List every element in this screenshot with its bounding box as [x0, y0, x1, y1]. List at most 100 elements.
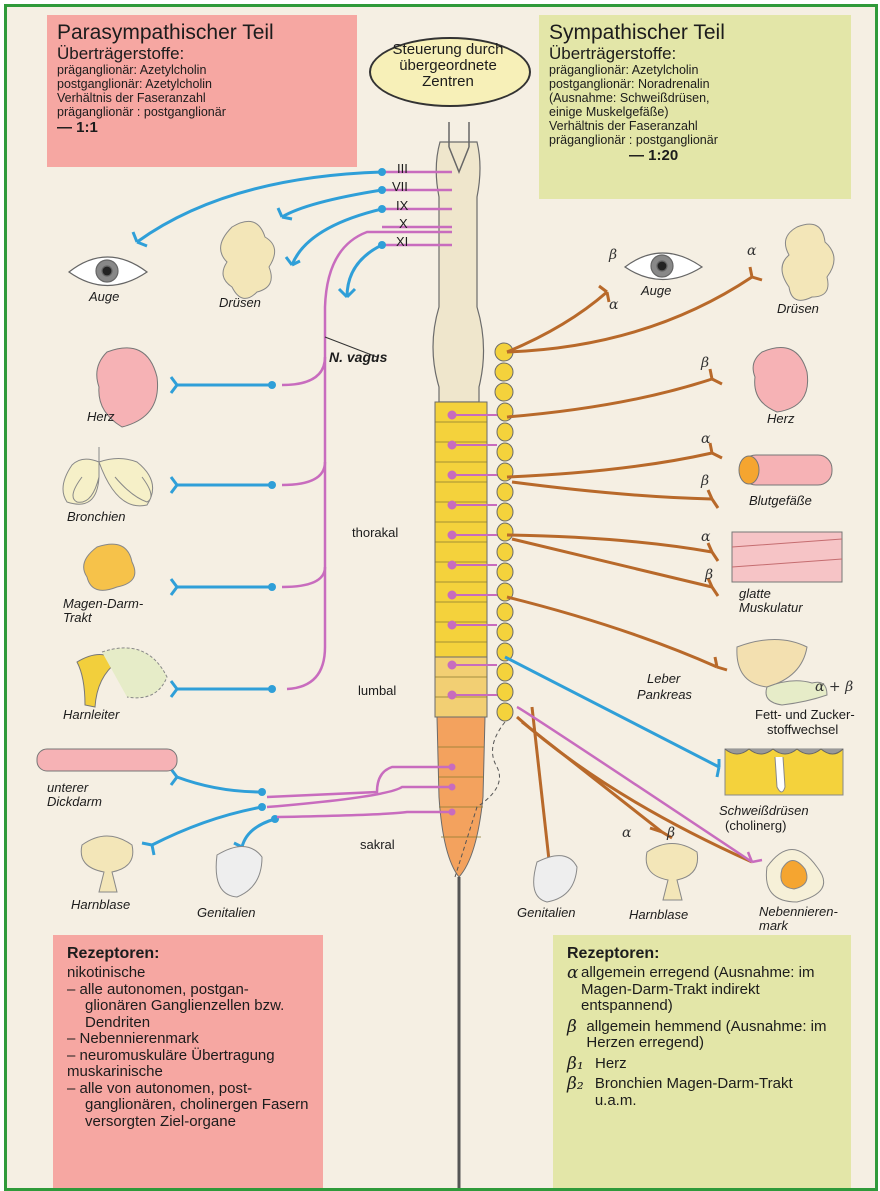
- cranial-nerve-x: X: [399, 216, 408, 231]
- genitals-left: [216, 846, 262, 897]
- diagram-frame: Parasympathischer Teil Überträgerstoffe:…: [4, 4, 878, 1191]
- segment-sacral: sakral: [360, 837, 395, 852]
- symp-line-2: postganglionär: Noradrenalin: [549, 77, 841, 91]
- label-left-colon: unterer Dickdarm: [47, 781, 102, 809]
- symp-line-6: präganglionär : postganglionär: [549, 133, 841, 147]
- label-right-bladder: Harnblase: [629, 907, 688, 922]
- gland-left: [221, 221, 275, 298]
- rec-glands-alpha: α: [747, 243, 756, 259]
- rec-muscle-alpha: α: [701, 529, 710, 545]
- symp-line-4: einige Muskelgefäße): [549, 105, 841, 119]
- label-left-heart: Herz: [87, 409, 114, 424]
- para-title: Parasympathischer Teil: [57, 21, 347, 44]
- label-left-colon-1: unterer: [47, 781, 102, 795]
- para-line-2: postganglionär: Azetylcholin: [57, 77, 347, 91]
- label-right-metabolism-2: stoffwechsel: [755, 722, 855, 737]
- rez-left-m1: – alle von autonomen, post-ganglionären,…: [67, 1081, 309, 1131]
- gland-right: [782, 224, 834, 300]
- label-right-adrenal-1: Nebennieren-: [759, 905, 838, 919]
- genitals-right: [534, 856, 577, 902]
- control-line-1: Steuerung durch: [372, 42, 524, 58]
- rez-right-beta2: β₂ Bronchien Magen-Darm-Trakt u.a.m.: [567, 1076, 837, 1109]
- stomach-left: [84, 544, 135, 590]
- symp-title: Sympathischer Teil: [549, 21, 841, 44]
- rez-right-beta1-text: Herz: [595, 1056, 627, 1073]
- label-right-metabolism-1: Fett- und Zucker-: [755, 707, 855, 722]
- rec-eye-alpha: α: [609, 297, 618, 313]
- rec-muscle-beta: β: [705, 567, 713, 583]
- rec-bladder-alpha: α: [622, 825, 631, 841]
- label-right-sweat: Schweißdrüsen (cholinerg): [719, 803, 809, 833]
- receptors-right-box: Rezeptoren: α allgemein erregend (Ausnah…: [553, 935, 851, 1188]
- cranial-nerve-xi: XI: [396, 234, 408, 249]
- bladder-left: [81, 836, 133, 892]
- rez-right-alpha: α allgemein erregend (Ausnahme: im Magen…: [567, 965, 837, 1015]
- rez-right-beta2-text: Bronchien Magen-Darm-Trakt u.a.m.: [595, 1076, 837, 1109]
- thoracic-cord: [435, 402, 487, 657]
- rez-left-title: Rezeptoren:: [67, 945, 309, 963]
- rez-right-beta1: β₁ Herz: [567, 1056, 837, 1073]
- rez-right-title: Rezeptoren:: [567, 945, 837, 963]
- heart-right: [753, 348, 808, 413]
- label-left-bladder: Harnblase: [71, 897, 130, 912]
- symp-ratio: — 1:20: [549, 147, 841, 164]
- label-right-sweat-1: Schweißdrüsen: [719, 803, 809, 818]
- rez-right-beta-sym: β: [567, 1019, 586, 1052]
- label-right-eye: Auge: [641, 283, 671, 298]
- label-left-ureter: Harnleiter: [63, 707, 119, 722]
- rec-eye-beta: β: [609, 247, 617, 263]
- para-line-3: Verhältnis der Faseranzahl: [57, 91, 347, 105]
- segment-thoracic: thorakal: [352, 525, 398, 540]
- sympathetic-info-box: Sympathischer Teil Überträgerstoffe: prä…: [539, 15, 851, 199]
- rez-right-beta-text: allgemein hemmend (Ausnahme: im Herzen e…: [586, 1019, 837, 1052]
- symp-line-5: Verhältnis der Faseranzahl: [549, 119, 841, 133]
- control-centers-label: Steuerung durch übergeordnete Zentren: [372, 42, 524, 90]
- rec-metabolism: α + β: [815, 679, 853, 695]
- sacral-cord: [437, 717, 485, 877]
- eye-left: [69, 257, 147, 286]
- label-left-colon-2: Dickdarm: [47, 795, 102, 809]
- cranial-nerve-ix: IX: [396, 198, 408, 213]
- label-left-gi-1: Magen-Darm-: [63, 597, 143, 611]
- cranial-nerve-iii: III: [397, 161, 408, 176]
- brainstem: [433, 142, 484, 402]
- para-line-1: präganglionär: Azetylcholin: [57, 63, 347, 77]
- eye-right: [625, 253, 702, 280]
- rec-bladder-beta: β: [667, 825, 675, 841]
- label-left-gi-2: Trakt: [63, 611, 143, 625]
- label-left-genitals: Genitalien: [197, 905, 256, 920]
- label-right-pancreas: Pankreas: [637, 687, 692, 702]
- adrenal-right: [766, 850, 823, 903]
- label-right-adrenal: Nebennieren- mark: [759, 905, 838, 933]
- label-left-glands: Drüsen: [219, 295, 261, 310]
- rec-vessels-alpha: α: [701, 431, 710, 447]
- colon-left: [37, 749, 177, 771]
- lungs-left: [63, 447, 153, 506]
- rez-right-beta: β allgemein hemmend (Ausnahme: im Herzen…: [567, 1019, 837, 1052]
- label-left-eye: Auge: [89, 289, 119, 304]
- control-line-3: Zentren: [372, 74, 524, 90]
- rec-heart-beta: β: [701, 355, 709, 371]
- label-right-heart: Herz: [767, 411, 794, 426]
- label-right-glands: Drüsen: [777, 301, 819, 316]
- rez-right-beta2-sym: β₂: [567, 1076, 595, 1109]
- bladder-right: [646, 844, 697, 901]
- rez-left-n2: – Nebennierenmark: [67, 1031, 309, 1048]
- label-right-genitals: Genitalien: [517, 905, 576, 920]
- label-right-muscle-1: glatte: [739, 587, 803, 601]
- rez-right-alpha-sym: α: [567, 965, 581, 1015]
- label-right-muscle: glatte Muskulatur: [739, 587, 803, 615]
- symp-line-3: (Ausnahme: Schweißdrüsen,: [549, 91, 841, 105]
- rez-left-n3: – neuromuskuläre Übertragung: [67, 1048, 309, 1065]
- symp-line-1: präganglionär: Azetylcholin: [549, 63, 841, 77]
- symp-ratio-value: 1:20: [648, 147, 678, 164]
- label-left-gi-tract: Magen-Darm- Trakt: [63, 597, 143, 625]
- segment-lumbar: lumbal: [358, 683, 396, 698]
- symp-subtitle: Überträgerstoffe:: [549, 44, 841, 63]
- label-right-vessels: Blutgefäße: [749, 493, 812, 508]
- rez-left-nicotinic: nikotinische: [67, 965, 309, 982]
- para-ratio: — 1:1: [57, 119, 347, 136]
- label-right-adrenal-2: mark: [759, 919, 838, 933]
- rez-left-muscarinic: muskarinische: [67, 1064, 309, 1081]
- label-right-sweat-2: (cholinerg): [719, 818, 809, 833]
